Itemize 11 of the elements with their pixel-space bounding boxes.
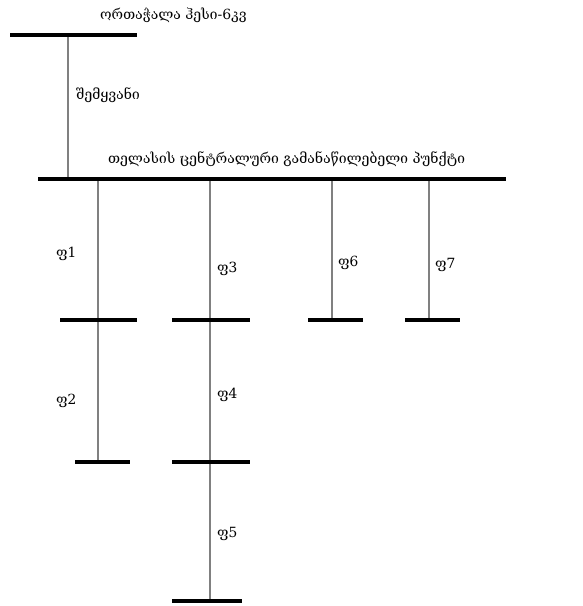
- edge-label: ფ7: [435, 255, 456, 273]
- edge-label: ფ2: [56, 391, 76, 409]
- busbar-label: ორთაჭალა ჰესი-6კვ: [100, 6, 247, 24]
- edge-label: ფ5: [217, 524, 238, 542]
- edge-label: ფ3: [217, 259, 238, 277]
- feeder-line: [428, 180, 430, 318]
- edge-label: შემყვანი: [76, 86, 140, 104]
- busbar-label: თელასის ცენტრალური გამანაწილებელი პუნქტი: [108, 150, 465, 168]
- edge-label: ფ6: [338, 253, 358, 271]
- edge-label: ფ1: [56, 244, 76, 262]
- edge-label: ფ4: [217, 385, 238, 403]
